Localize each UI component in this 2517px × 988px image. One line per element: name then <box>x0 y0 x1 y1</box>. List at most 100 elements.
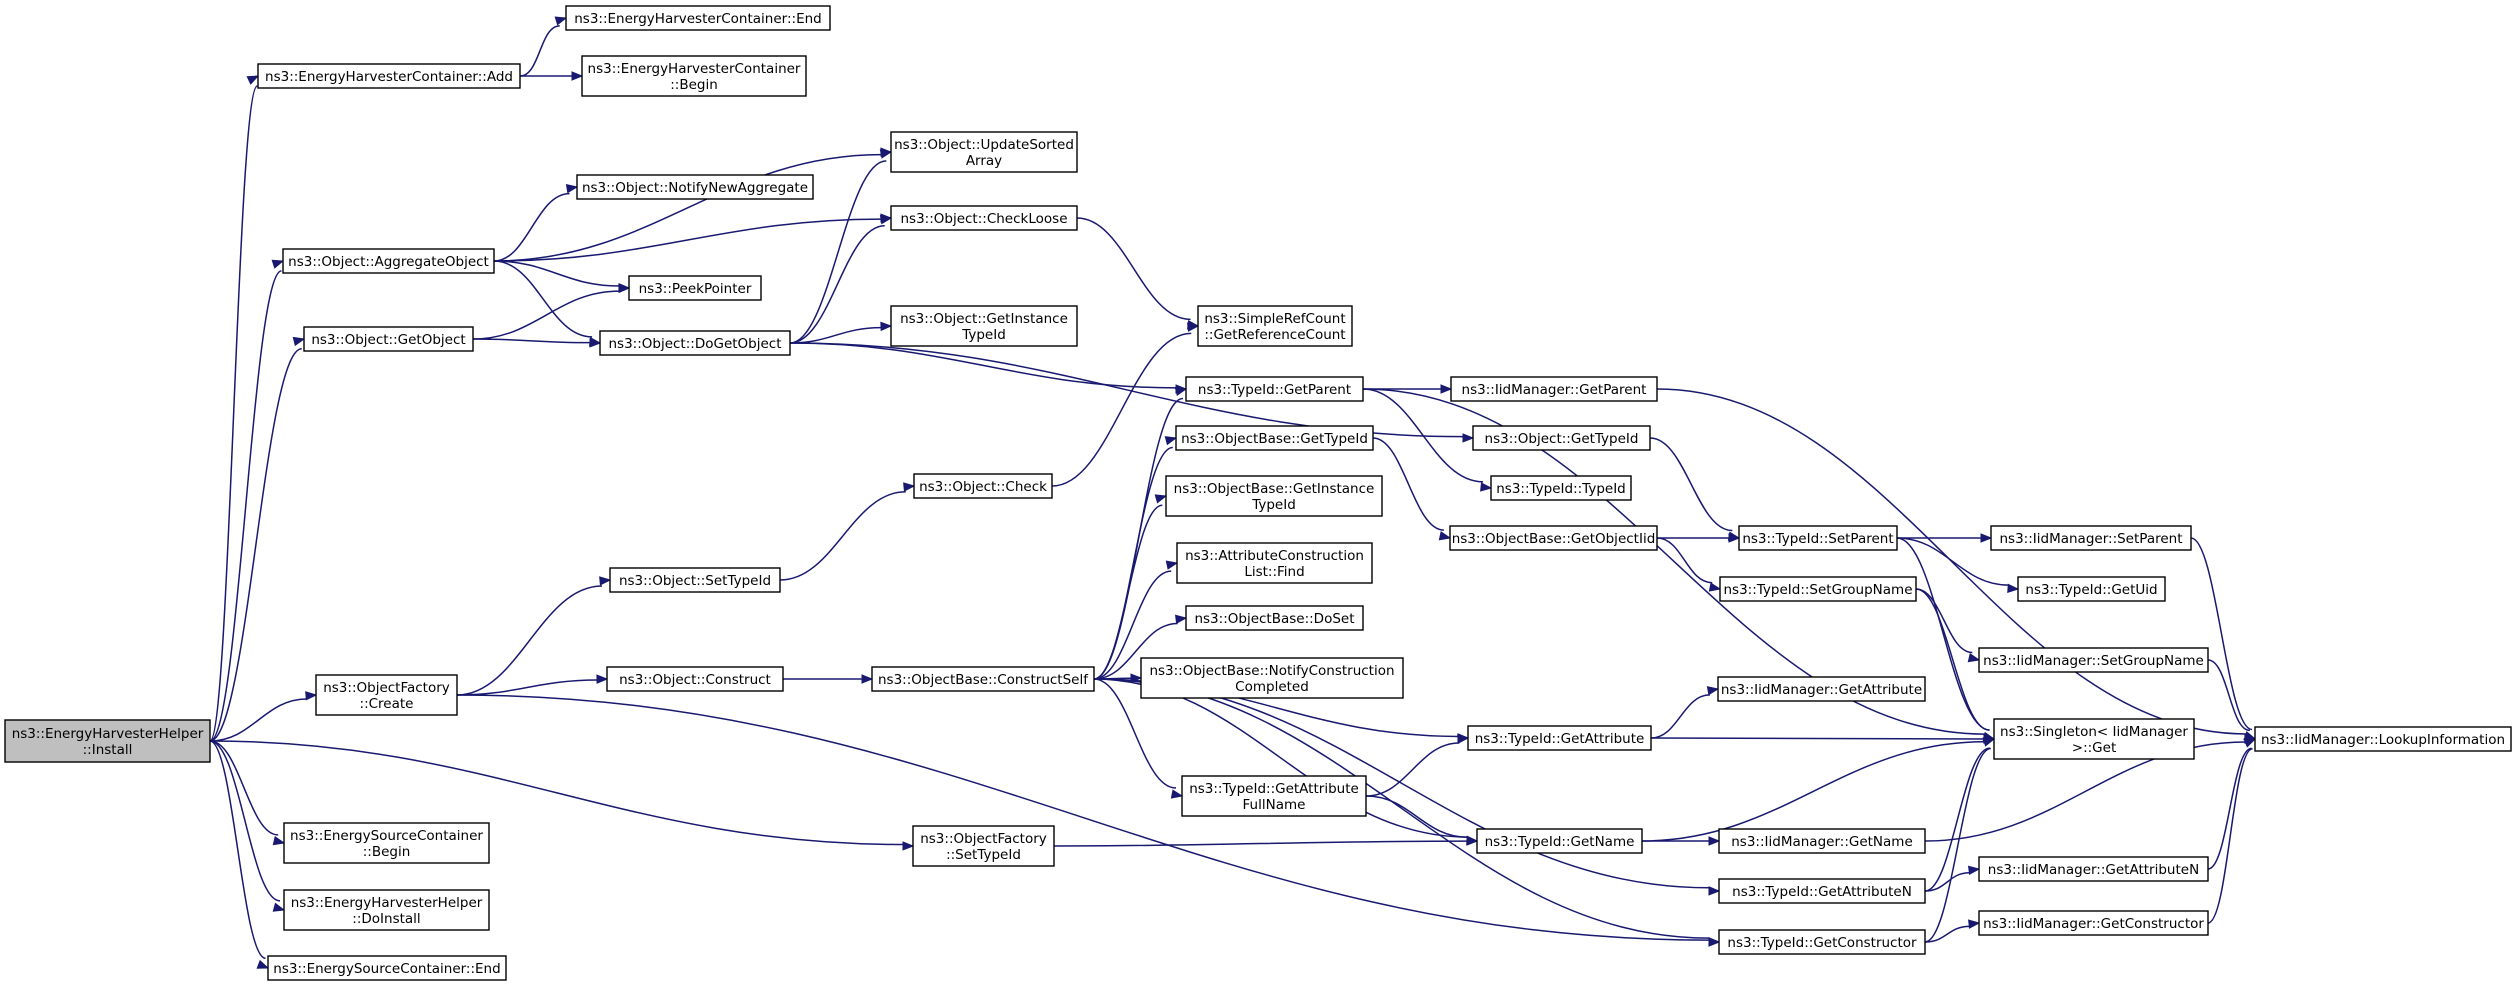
node-iid-getattributen[interactable]: ns3::IidManager::GetAttributeN <box>1978 856 2209 882</box>
node-obj-settypeid[interactable]: ns3::Object::SetTypeId <box>609 567 781 593</box>
edge-objfactory-create-to-obj-settypeid <box>456 576 612 696</box>
edge-line <box>1915 588 1990 731</box>
node-iid-setparent[interactable]: ns3::IidManager::SetParent <box>1990 525 2192 551</box>
node-esc-end[interactable]: ns3::EnergySourceContainer::End <box>267 955 507 981</box>
edge-typeid-getattributen-to-iid-getattributen <box>1924 865 1981 892</box>
node-iid-getname[interactable]: ns3::IidManager::GetName <box>1718 828 1926 854</box>
arrow-head <box>618 283 631 294</box>
arrow-head <box>879 149 893 159</box>
node-esc-begin[interactable]: ns3::EnergySourceContainer::Begin <box>283 822 490 864</box>
arrow-head <box>1708 937 1721 947</box>
node-iid-getconstructor[interactable]: ns3::IidManager::GetConstructor <box>1978 910 2209 936</box>
node-typeid-typeid[interactable]: ns3::TypeId::TypeId <box>1490 475 1632 501</box>
node-label: ns3::EnergyHarvesterContainer::Add <box>265 69 513 85</box>
arrow-head <box>271 259 285 269</box>
node-box <box>1490 475 1632 501</box>
edge-line <box>519 25 560 77</box>
edge-objbase-constructself-to-typeid-getattributefullname <box>1093 678 1184 799</box>
node-typeid-getattribute[interactable]: ns3::TypeId::GetAttribute <box>1467 725 1652 751</box>
node-typeid-setparent[interactable]: ns3::TypeId::SetParent <box>1738 525 1898 551</box>
node-label: ns3::TypeId::GetAttribute <box>1475 731 1645 747</box>
node-obj-aggregate[interactable]: ns3::Object::AggregateObject <box>282 248 495 274</box>
edge-typeid-getname-to-singleton-get <box>1641 734 1996 842</box>
node-objfactory-create[interactable]: ns3::ObjectFactory::Create <box>315 674 458 716</box>
node-label: ::Create <box>360 696 414 712</box>
node-obj-notify[interactable]: ns3::Object::NotifyNewAggregate <box>576 174 814 200</box>
node-simplerefcount[interactable]: ns3::SimpleRefCount::GetReferenceCount <box>1197 305 1353 347</box>
node-typeid-getparent[interactable]: ns3::TypeId::GetParent <box>1185 376 1364 402</box>
node-box <box>1467 725 1652 751</box>
node-objbase-getobjectiid[interactable]: ns3::ObjectBase::GetObjectIid <box>1449 525 1658 551</box>
node-obj-checkloose[interactable]: ns3::Object::CheckLoose <box>890 205 1078 231</box>
edge-line <box>209 740 904 846</box>
edge-typeid-setparent-to-typeid-getuid <box>1896 537 2020 594</box>
node-objbase-doset[interactable]: ns3::ObjectBase::DoSet <box>1185 605 1364 631</box>
node-iid-getparent[interactable]: ns3::IidManager::GetParent <box>1450 376 1658 402</box>
node-typeid-setgroupname[interactable]: ns3::TypeId::SetGroupName <box>1719 576 1917 602</box>
node-box <box>609 567 781 593</box>
node-ehc-begin[interactable]: ns3::EnergyHarvesterContainer::Begin <box>581 55 807 97</box>
node-box <box>1718 929 1926 955</box>
edges-layer <box>209 16 2257 969</box>
node-label: ns3::TypeId::GetParent <box>1198 382 1351 398</box>
node-objbase-gettypeid[interactable]: ns3::ObjectBase::GetTypeId <box>1175 425 1374 451</box>
node-label: ::DoInstall <box>352 911 420 927</box>
edge-objbase-getobjectiid-to-typeid-setgroupname <box>1656 537 1722 592</box>
edge-line <box>2207 659 2251 732</box>
node-label: ns3::IidManager::GetAttributeN <box>1988 862 2199 878</box>
node-objfactory-settypeid[interactable]: ns3::ObjectFactory::SetTypeId <box>912 825 1055 867</box>
edge-objfactory-settypeid-to-typeid-getname <box>1053 836 1479 847</box>
node-obj-getobject[interactable]: ns3::Object::GetObject <box>303 326 474 352</box>
node-objbase-constructself[interactable]: ns3::ObjectBase::ConstructSelf <box>871 666 1095 692</box>
arrow-head <box>1466 836 1479 846</box>
node-typeid-getname[interactable]: ns3::TypeId::GetName <box>1476 828 1643 854</box>
node-box <box>1181 775 1367 817</box>
edge-line <box>1093 446 1173 680</box>
node-obj-check[interactable]: ns3::Object::Check <box>913 473 1053 499</box>
edge-line <box>209 740 279 836</box>
edge-line <box>493 218 882 262</box>
edge-line <box>209 85 258 742</box>
node-label: ::SetTypeId <box>946 847 1021 863</box>
node-obj-construct[interactable]: ns3::Object::Construct <box>606 666 784 692</box>
node-ehh-doinstall[interactable]: ns3::EnergyHarvesterHelper::DoInstall <box>283 889 490 931</box>
node-label: ns3::ObjectBase::NotifyConstruction <box>1149 663 1394 679</box>
node-box <box>890 131 1078 173</box>
edge-line <box>1896 537 2009 586</box>
node-typeid-getuid[interactable]: ns3::TypeId::GetUid <box>2017 576 2166 602</box>
edge-line <box>1924 872 1970 892</box>
node-singleton-get[interactable]: ns3::Singleton< IidManager>::Get <box>1993 718 2195 760</box>
node-root[interactable]: ns3::EnergyHarvesterHelper::Install <box>4 719 211 763</box>
node-box <box>267 955 507 981</box>
node-label: ns3::TypeId::TypeId <box>1496 481 1626 497</box>
node-box <box>1185 605 1364 631</box>
node-iid-getattribute[interactable]: ns3::IidManager::GetAttribute <box>1717 676 1926 702</box>
node-label: Array <box>966 153 1002 169</box>
node-iid-lookup[interactable]: ns3::IidManager::LookupInformation <box>2254 726 2512 752</box>
edge-obj-dogetobject-to-obj-update <box>789 149 893 344</box>
node-label: ns3::Object::Construct <box>619 672 771 688</box>
node-label: ns3::Singleton< IidManager <box>2000 724 2188 740</box>
node-typeid-getconstructor[interactable]: ns3::TypeId::GetConstructor <box>1718 929 1926 955</box>
node-ehc-add[interactable]: ns3::EnergyHarvesterContainer::Add <box>257 63 521 89</box>
edge-typeid-setparent-to-iid-setparent <box>1897 533 1993 543</box>
node-peekpointer[interactable]: ns3::PeekPointer <box>628 275 762 301</box>
node-iid-setgroupname[interactable]: ns3::IidManager::SetGroupName <box>1978 647 2209 673</box>
node-label: ns3::SimpleRefCount <box>1204 311 1345 327</box>
node-obj-gettypeid[interactable]: ns3::Object::GetTypeId <box>1472 425 1651 451</box>
node-box <box>282 248 495 274</box>
node-label: ns3::ObjectBase::DoSet <box>1194 611 1354 627</box>
node-objbase-notifyconstruction[interactable]: ns3::ObjectBase::NotifyConstructionCompl… <box>1140 657 1404 699</box>
node-obj-dogetobject[interactable]: ns3::Object::DoGetObject <box>599 330 791 356</box>
node-box <box>581 55 807 97</box>
node-label: ns3::EnergyHarvesterContainer <box>588 61 801 77</box>
node-typeid-getattributen[interactable]: ns3::TypeId::GetAttributeN <box>1718 878 1926 904</box>
node-ehc-end[interactable]: ns3::EnergyHarvesterContainer::End <box>565 5 831 31</box>
edge-typeid-getconstructor-to-singleton-get <box>1924 737 1996 943</box>
arrow-head <box>246 75 260 85</box>
